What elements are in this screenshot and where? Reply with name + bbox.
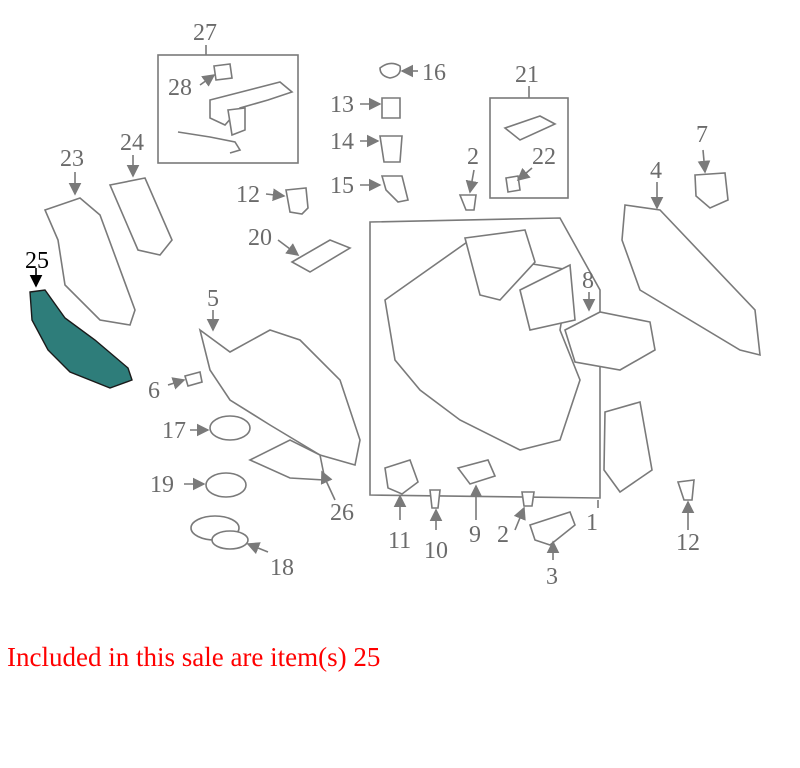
label-14: 14 bbox=[330, 129, 354, 155]
part-21-switch-panel bbox=[503, 115, 557, 141]
group-box-1 bbox=[369, 217, 601, 499]
label-19: 19 bbox=[150, 472, 174, 498]
parts-diagram: 27 28 16 13 14 15 12 20 21 22 2 7 4 8 23… bbox=[25, 20, 761, 590]
label-21: 21 bbox=[515, 62, 539, 88]
part-2-bolt-top bbox=[458, 194, 477, 211]
label-1: 1 bbox=[586, 510, 598, 536]
label-22: 22 bbox=[532, 144, 556, 170]
label-11: 11 bbox=[388, 528, 411, 554]
label-25: 25 bbox=[25, 248, 49, 274]
group-box-27 bbox=[157, 54, 299, 164]
label-9: 9 bbox=[469, 522, 481, 548]
part-2-bolt-bottom bbox=[521, 491, 535, 507]
part-19-ring bbox=[205, 472, 247, 498]
label-5: 5 bbox=[207, 286, 219, 312]
label-4: 4 bbox=[650, 158, 662, 184]
sale-caption: Included in this sale are item(s) 25 bbox=[7, 642, 381, 672]
label-17: 17 bbox=[162, 418, 186, 444]
part-11-module bbox=[384, 459, 419, 495]
part-7-bracket bbox=[694, 172, 729, 209]
label-8: 8 bbox=[582, 268, 594, 294]
part-27-lever bbox=[209, 81, 294, 126]
part-9-usb bbox=[456, 459, 497, 485]
part-8-armrest bbox=[564, 311, 656, 371]
part-1-rear-panel bbox=[603, 400, 653, 494]
part-15-socket bbox=[380, 175, 409, 203]
part-6-clip bbox=[183, 371, 203, 387]
label-28: 28 bbox=[168, 75, 192, 101]
part-4-side-panel bbox=[621, 204, 761, 357]
label-10: 10 bbox=[424, 538, 448, 564]
label-7: 7 bbox=[696, 122, 708, 148]
label-12-bottom: 12 bbox=[676, 530, 700, 556]
label-26: 26 bbox=[330, 500, 354, 526]
part-5-side-trim bbox=[198, 328, 361, 467]
part-14-socket bbox=[379, 135, 403, 163]
part-25-trim-highlighted bbox=[29, 289, 133, 389]
label-13: 13 bbox=[330, 92, 354, 118]
label-12-top: 12 bbox=[236, 182, 260, 208]
part-12-clip-bottom bbox=[676, 479, 695, 501]
label-18: 18 bbox=[270, 555, 294, 581]
label-27: 27 bbox=[193, 20, 217, 46]
label-15: 15 bbox=[330, 173, 354, 199]
label-6: 6 bbox=[148, 378, 160, 404]
part-28-button bbox=[213, 63, 233, 81]
part-26-insert bbox=[248, 439, 326, 481]
part-23-trim bbox=[43, 197, 136, 326]
label-20: 20 bbox=[248, 225, 272, 251]
part-10-bolt bbox=[429, 489, 441, 509]
part-24-bezel bbox=[108, 177, 173, 256]
label-3: 3 bbox=[546, 564, 558, 590]
part-13-socket bbox=[381, 97, 401, 119]
label-2-top: 2 bbox=[467, 144, 479, 170]
part-17-ring bbox=[209, 415, 251, 441]
group-box-21 bbox=[489, 97, 569, 199]
part-16-cap bbox=[379, 62, 402, 79]
label-2-bottom: 2 bbox=[497, 522, 509, 548]
label-16: 16 bbox=[422, 60, 446, 86]
part-12-clip-top bbox=[285, 187, 309, 215]
part-20-mat bbox=[290, 239, 352, 273]
part-22-switch bbox=[505, 175, 521, 193]
part-3-bracket bbox=[528, 511, 576, 546]
label-23: 23 bbox=[60, 146, 84, 172]
label-24: 24 bbox=[120, 130, 144, 156]
